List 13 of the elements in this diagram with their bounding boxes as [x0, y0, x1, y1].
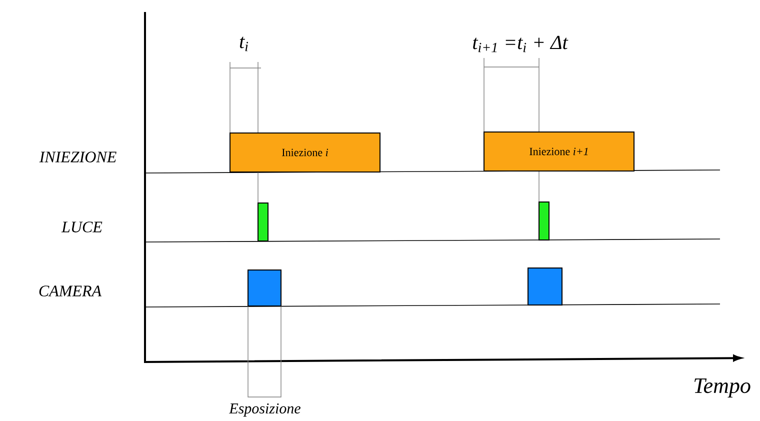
row-label: LUCE: [61, 222, 102, 232]
axis-annotation: Esposizione: [229, 403, 300, 417]
injection-pulse-box: Iniezione i+1: [484, 132, 634, 172]
row-label: INIEZIONE: [39, 152, 116, 162]
injection-pulse-box: Iniezione i: [230, 132, 380, 172]
time-label: t$_{i}$: [240, 36, 248, 52]
light-pulse-bar: [538, 202, 550, 240]
light-pulse-bar: [258, 202, 268, 242]
camera-pulse-box: [528, 268, 562, 306]
axis-label: Tempo: [694, 378, 750, 398]
camera-pulse-box: [248, 270, 282, 306]
time-formula-label: t$_{i+1}$ =t$_{i}$ + Δt: [473, 36, 568, 52]
row-label: CAMERA: [39, 286, 102, 296]
